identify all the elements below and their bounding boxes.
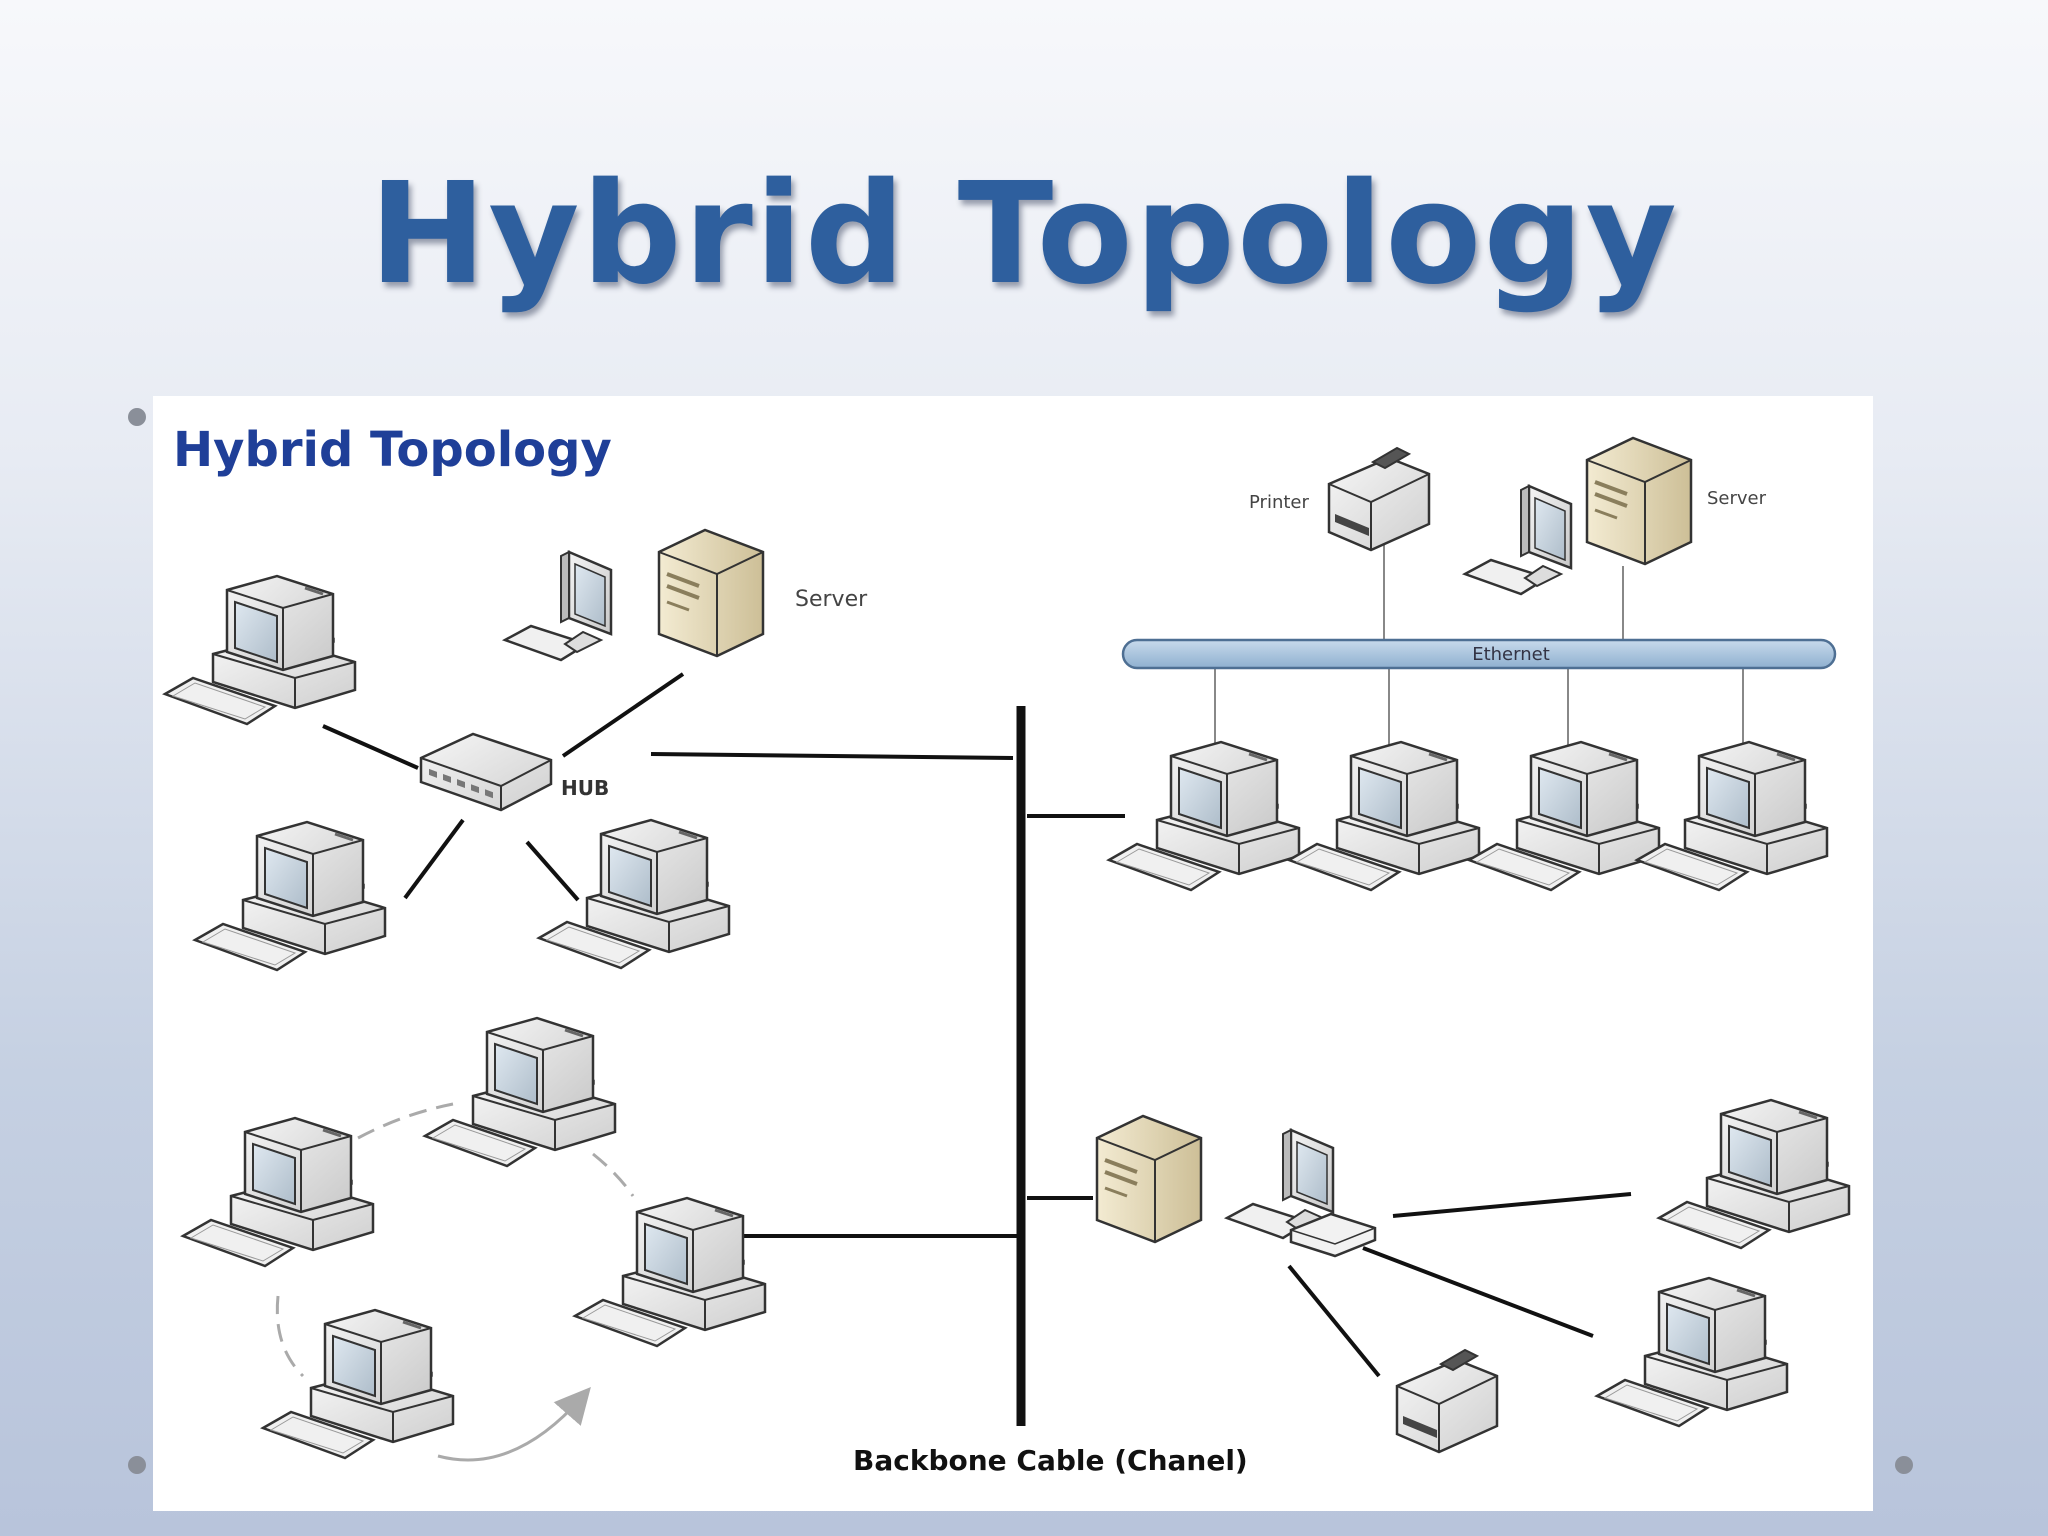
ethernet-label: Ethernet — [1472, 644, 1550, 665]
server-icon — [1095, 1114, 1203, 1244]
server-label: Server — [1707, 488, 1767, 509]
computer-icon — [261, 1308, 455, 1460]
backbone-label: Backbone Cable (Chanel) — [853, 1444, 1248, 1477]
computer-icon — [181, 1116, 375, 1268]
computer-icon — [573, 1196, 767, 1348]
printer-icon — [1395, 1348, 1499, 1454]
star2-connections — [1027, 1192, 1632, 1378]
printer-icon — [1327, 446, 1431, 552]
computer-icon — [1595, 1276, 1789, 1428]
server-label: Server — [795, 587, 868, 612]
computer-icon — [537, 818, 731, 970]
printer-label: Printer — [1249, 492, 1309, 513]
computer-icon — [1463, 484, 1573, 596]
bullet-top-left — [128, 408, 146, 426]
computer-icon — [1657, 1098, 1851, 1250]
hub-icon — [419, 732, 553, 812]
computer-icon — [1467, 740, 1661, 892]
ring-connections — [275, 1102, 635, 1378]
star-connections — [322, 672, 1014, 902]
server-icon — [657, 528, 765, 658]
slide-title: Hybrid Topology — [369, 153, 1679, 316]
bullet-bottom-right — [1895, 1456, 1913, 1474]
computer-icon — [193, 820, 387, 972]
computer-icon — [163, 574, 357, 726]
network-diagram: Hybrid Topology Server HUB Backbone Cabl… — [163, 422, 1851, 1477]
ethernet-bus — [1121, 638, 1837, 670]
ethernet-drops — [1214, 536, 1744, 746]
server-icon — [1585, 436, 1693, 566]
computer-icon — [423, 1016, 617, 1168]
computer-icon — [503, 550, 613, 662]
computer-icon — [1107, 740, 1301, 892]
hub-label: HUB — [561, 776, 609, 800]
diagram-heading: Hybrid Topology — [173, 422, 612, 478]
diagram-panel: Hybrid Topology Server HUB Backbone Cabl… — [153, 396, 1873, 1511]
computer-icon — [1635, 740, 1829, 892]
computer-icon — [1287, 740, 1481, 892]
ring-arrow — [437, 1386, 591, 1462]
bullet-bottom-left — [128, 1456, 146, 1474]
